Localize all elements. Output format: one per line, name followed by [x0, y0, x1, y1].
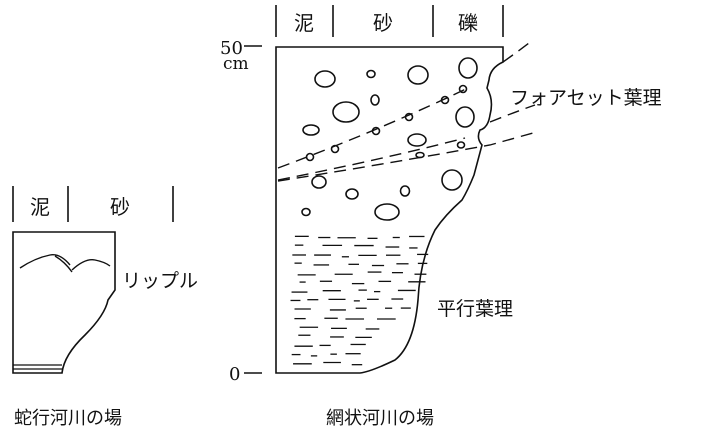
right-header-sand: 砂: [373, 11, 393, 35]
foreset-label: フォアセット葉理: [510, 87, 662, 109]
right-column-profile: [275, 46, 504, 374]
scale-bottom-label: 0: [229, 364, 240, 385]
left-header-sand: 砂: [110, 195, 130, 219]
right-header-dividers: [275, 5, 504, 37]
left-header-mud: 泥: [30, 195, 50, 219]
scale-unit-label: cm: [223, 54, 249, 74]
right-header-mud: 泥: [294, 11, 314, 35]
left-header-dividers: [12, 186, 174, 222]
foreset-laminae: [277, 39, 536, 182]
ripple-marks: [19, 254, 111, 273]
parallel-laminae: [290, 235, 429, 366]
right-header-gravel: 礫: [458, 11, 478, 35]
parallel-label: 平行葉理: [437, 298, 513, 320]
left-caption: 蛇行河川の場: [14, 408, 122, 429]
ripple-label: リップル: [122, 270, 198, 292]
scale-top-label: 50: [220, 38, 243, 59]
left-column-profile: [12, 231, 116, 374]
right-caption: 網状河川の場: [326, 408, 434, 429]
left-bottom-layers: [13, 364, 62, 370]
gravel-clasts: [301, 57, 478, 221]
